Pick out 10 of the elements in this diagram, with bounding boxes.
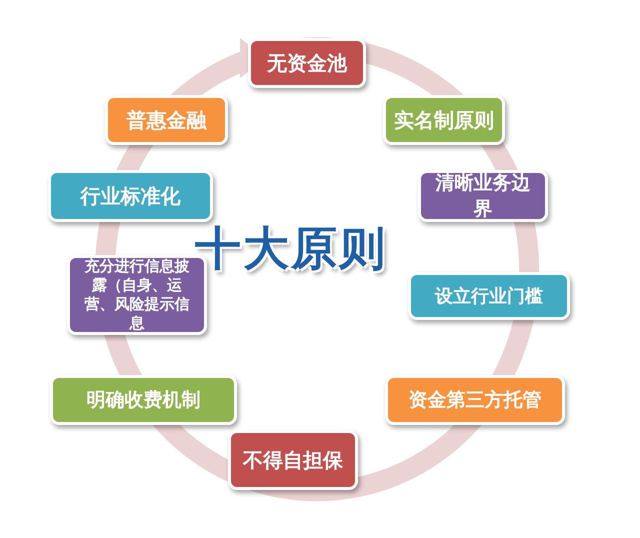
- principle-box: 设立行业门槛: [408, 272, 570, 320]
- principle-box: 实名制原则: [383, 95, 505, 145]
- principle-box: 明确收费机制: [50, 375, 237, 425]
- principle-box: 行业标准化: [48, 170, 213, 222]
- principle-box: 清晰业务边界: [418, 170, 548, 222]
- principle-box: 无资金池: [248, 38, 366, 88]
- principle-box: 资金第三方托管: [385, 375, 565, 425]
- principle-box: 充分进行信息披露（自身、运营、风险提示信息: [67, 255, 207, 335]
- principle-box: 不得自担保: [228, 430, 358, 490]
- principle-box: 普惠金融: [105, 95, 228, 145]
